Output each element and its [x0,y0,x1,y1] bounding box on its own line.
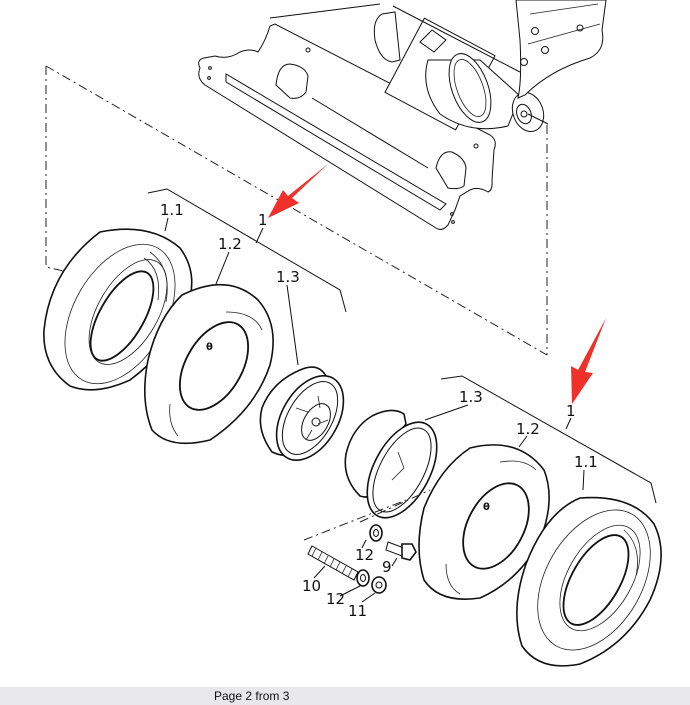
axle-frame-assembly [198,0,607,230]
callout-stud: 10 [302,577,321,595]
lower-tire [516,496,662,667]
callout-lower-tire: 1.1 [574,453,598,471]
phantom-boundary-lines [45,65,548,356]
washer-12-lower [356,569,370,587]
upper-group-bracket [147,188,347,366]
nut-11 [371,576,387,594]
callout-upper-assembly: 1 [258,211,268,229]
callout-nut: 11 [348,602,367,620]
upper-inner-tube: θ [144,283,274,445]
lower-inner-tube: θ [418,444,550,600]
callout-lower-rim: 1.3 [459,388,483,406]
callout-bolt: 9 [382,558,392,576]
callout-lower-assembly: 1 [566,402,576,420]
callout-upper-tube: 1.2 [218,235,242,253]
stud-10 [307,545,359,581]
lower-rim [344,409,438,519]
svg-text:θ: θ [483,502,490,513]
callout-upper-rim: 1.3 [276,268,300,286]
fasteners [303,489,431,603]
page-footer-bar: Page 2 from 3 [0,687,690,705]
callout-washer-lower: 12 [326,590,345,608]
callout-upper-tire: 1.1 [160,201,184,219]
svg-text:θ: θ [206,342,213,353]
red-arrow-upper-icon [268,164,328,218]
callout-washer-upper: 12 [355,546,374,564]
callout-lower-tube: 1.2 [516,420,540,438]
washer-12-upper [369,524,383,542]
upper-rim [259,366,345,462]
bolt-9 [385,541,417,561]
highlight-arrows [268,164,606,404]
red-arrow-lower-icon [571,318,606,404]
exploded-parts-diagram: θ θ [43,0,662,667]
callout-labels: 1 1.1 1.2 1.3 1 1.3 1.2 1.1 9 10 11 12 1… [160,201,598,620]
page-indicator: Page 2 from 3 [214,689,290,703]
lower-group-bracket [424,375,657,504]
